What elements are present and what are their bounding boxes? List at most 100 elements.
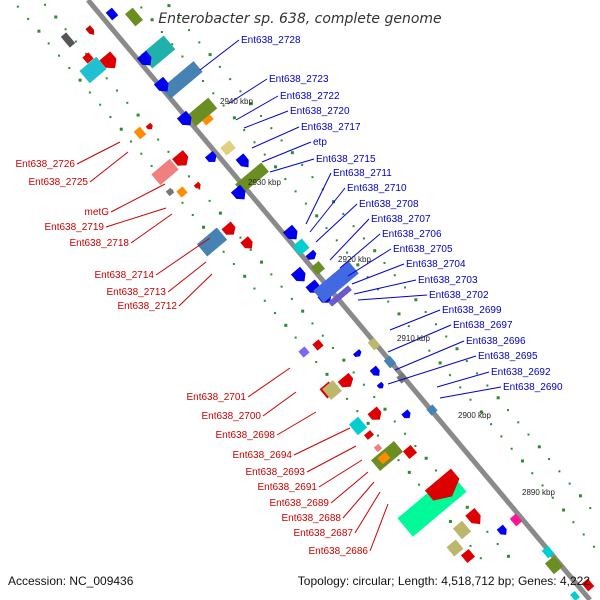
gene-feature: [348, 416, 368, 436]
tick-dot: [397, 459, 400, 462]
tick-dot: [342, 358, 346, 362]
gene-feature: [60, 32, 76, 48]
leader-line: [306, 445, 357, 473]
gene-arrow: [282, 224, 298, 240]
tick-dot: [116, 89, 119, 92]
gene-label: Ent638_2718: [69, 238, 129, 249]
leader-line: [387, 324, 452, 353]
tick-dot: [243, 274, 247, 278]
tick-dot: [222, 104, 225, 107]
gene-feature: [377, 451, 391, 465]
tick-dot: [198, 41, 201, 44]
tick-dot: [294, 190, 297, 193]
gene-feature: [367, 337, 381, 351]
gene-arrow: [230, 184, 246, 200]
gene-label: Ent638_2693: [245, 467, 305, 478]
gene-label: Ent638_2694: [232, 450, 292, 461]
tick-dot: [202, 80, 205, 83]
leader-line: [235, 95, 279, 121]
tick-dot: [479, 557, 482, 560]
tick-dot: [387, 300, 390, 303]
gene-feature: [322, 380, 342, 400]
gene-label: Ent638_2723: [269, 74, 329, 85]
tick-dot: [311, 322, 314, 325]
tick-dot: [198, 187, 201, 190]
tick-dot: [232, 116, 236, 120]
gene-label: Ent638_2714: [94, 270, 154, 281]
gene-label: Ent638_2711: [333, 168, 392, 179]
tick-dot: [290, 151, 294, 155]
tick-dot: [232, 263, 235, 266]
gene-label: Ent638_2692: [491, 367, 551, 378]
leader-line: [439, 386, 502, 399]
tick-dot: [218, 65, 221, 68]
tick-dot: [126, 101, 129, 104]
tick-dot: [373, 249, 377, 253]
tick-dot: [362, 383, 365, 386]
tick-dot: [455, 347, 459, 351]
tick-dot: [43, 3, 46, 6]
gene-label: metG: [85, 207, 110, 218]
gene-label: Ent638_2689: [269, 498, 329, 509]
gene-arrow: [99, 51, 117, 69]
tick-dot: [496, 543, 499, 546]
tick-dot: [486, 530, 489, 533]
tick-dot: [177, 16, 180, 19]
tick-dot: [352, 371, 355, 374]
kbp-marker: 2940 kbp: [220, 97, 253, 106]
tick-dot: [130, 140, 133, 143]
tick-dot: [424, 311, 427, 314]
leader-line: [353, 279, 417, 295]
gene-arrow: [353, 349, 362, 358]
gene-label: Ent638_2706: [382, 229, 442, 240]
tick-dot: [239, 90, 242, 93]
leader-line: [351, 263, 405, 285]
gene-label: Ent638_2690: [503, 382, 563, 393]
gene-arrow: [145, 122, 153, 130]
tick-dot: [465, 360, 468, 363]
tick-dot: [414, 298, 418, 302]
gene-feature: [133, 126, 147, 140]
accession-text: Accession: NC_009436: [8, 574, 134, 588]
gene-arrow: [305, 249, 317, 260]
leader-line: [110, 183, 166, 213]
gene-feature: [452, 520, 472, 540]
tick-dot: [520, 459, 524, 463]
gene-feature: [310, 260, 326, 276]
gene-label: Ent638_2725: [28, 177, 88, 188]
tick-dot: [280, 139, 283, 142]
gene-feature: [82, 52, 94, 64]
gene-feature: [202, 114, 214, 126]
tick-dot: [479, 410, 483, 414]
tick-dot: [263, 299, 266, 302]
tick-dot: [366, 421, 370, 425]
gene-feature: [125, 7, 143, 27]
leader-line: [76, 141, 121, 165]
gene-label: Ent638_2687: [293, 528, 353, 539]
leader-line: [354, 491, 381, 534]
leader-line: [293, 427, 351, 456]
gene-arrow: [424, 468, 460, 501]
gene-label: Ent638_2722: [280, 91, 340, 102]
gene-arrow: [136, 50, 152, 66]
tick-dot: [393, 420, 396, 423]
tick-dot: [74, 40, 77, 43]
gene-arrow: [367, 406, 382, 420]
gene-feature: [313, 261, 359, 303]
gene-label: Ent638_2698: [215, 430, 275, 441]
gene-feature: [186, 97, 218, 127]
gene-label: Ent638_2715: [316, 154, 376, 165]
tick-dot: [249, 102, 253, 106]
tick-dots: [16, 3, 595, 560]
tick-dot: [383, 261, 386, 264]
tick-dot: [105, 77, 108, 80]
tick-dot: [315, 361, 318, 364]
tick-dot: [578, 494, 582, 498]
tick-dot: [459, 386, 462, 389]
tick-dot: [181, 201, 184, 204]
tick-dot: [434, 469, 437, 472]
gene-feature: [220, 140, 236, 156]
tick-dot: [500, 435, 503, 438]
gene-feature: [298, 346, 310, 358]
